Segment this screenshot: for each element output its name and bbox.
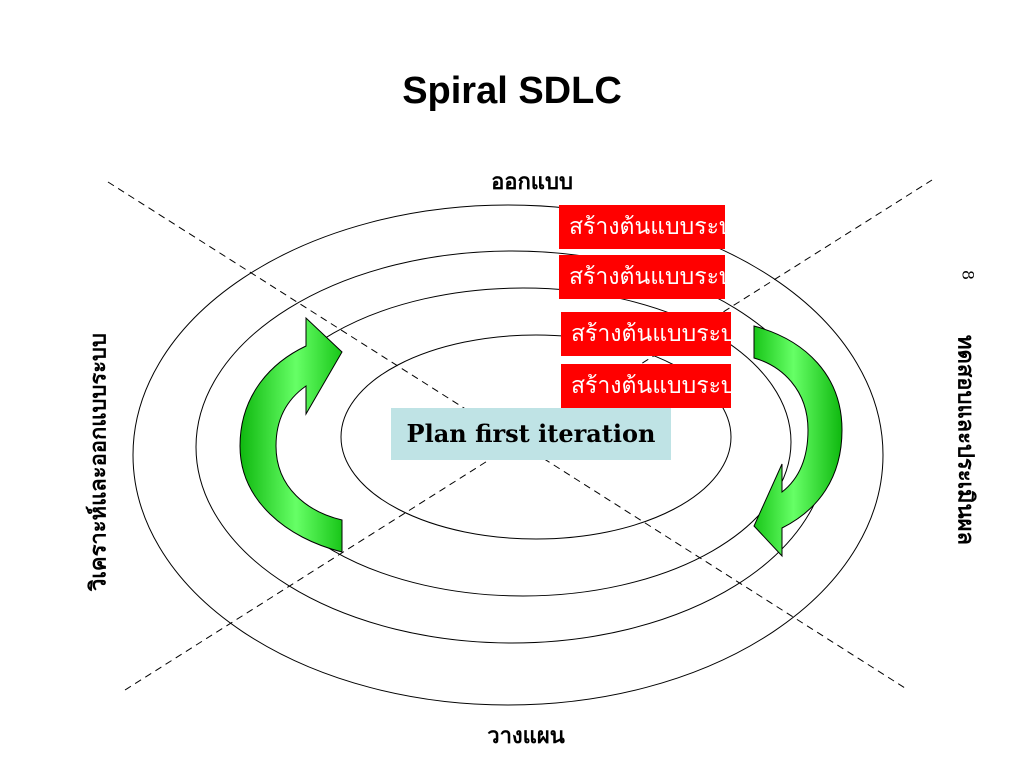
slide-title: Spiral SDLC <box>402 70 622 112</box>
phase-label-analysis: วิเคราะห์และออกแบบระบบ <box>85 333 112 591</box>
prototype-box-1: สร้างต้นแบบระบบ <box>559 205 725 249</box>
curved-arrow-right-icon <box>753 325 843 558</box>
slide-number: 8 <box>958 269 978 281</box>
phase-label-testing: ทดสอบและประเมินผล <box>952 335 979 545</box>
phase-label-design: ออกแบบ <box>491 169 573 195</box>
phase-label-planning: วางแผน <box>487 723 565 749</box>
spiral-ring-4 <box>340 334 732 540</box>
prototype-box-3: สร้างต้นแบบระบบ <box>561 312 731 356</box>
spiral-ring-1 <box>132 204 884 706</box>
divider-line-diagonal-b <box>124 179 933 691</box>
prototype-box-4: สร้างต้นแบบระบบ <box>561 364 731 408</box>
plan-first-iteration-box: Plan first iteration <box>391 408 671 460</box>
prototype-box-2: สร้างต้นแบบระบบ <box>559 255 725 299</box>
curved-arrow-left-icon <box>239 316 343 553</box>
